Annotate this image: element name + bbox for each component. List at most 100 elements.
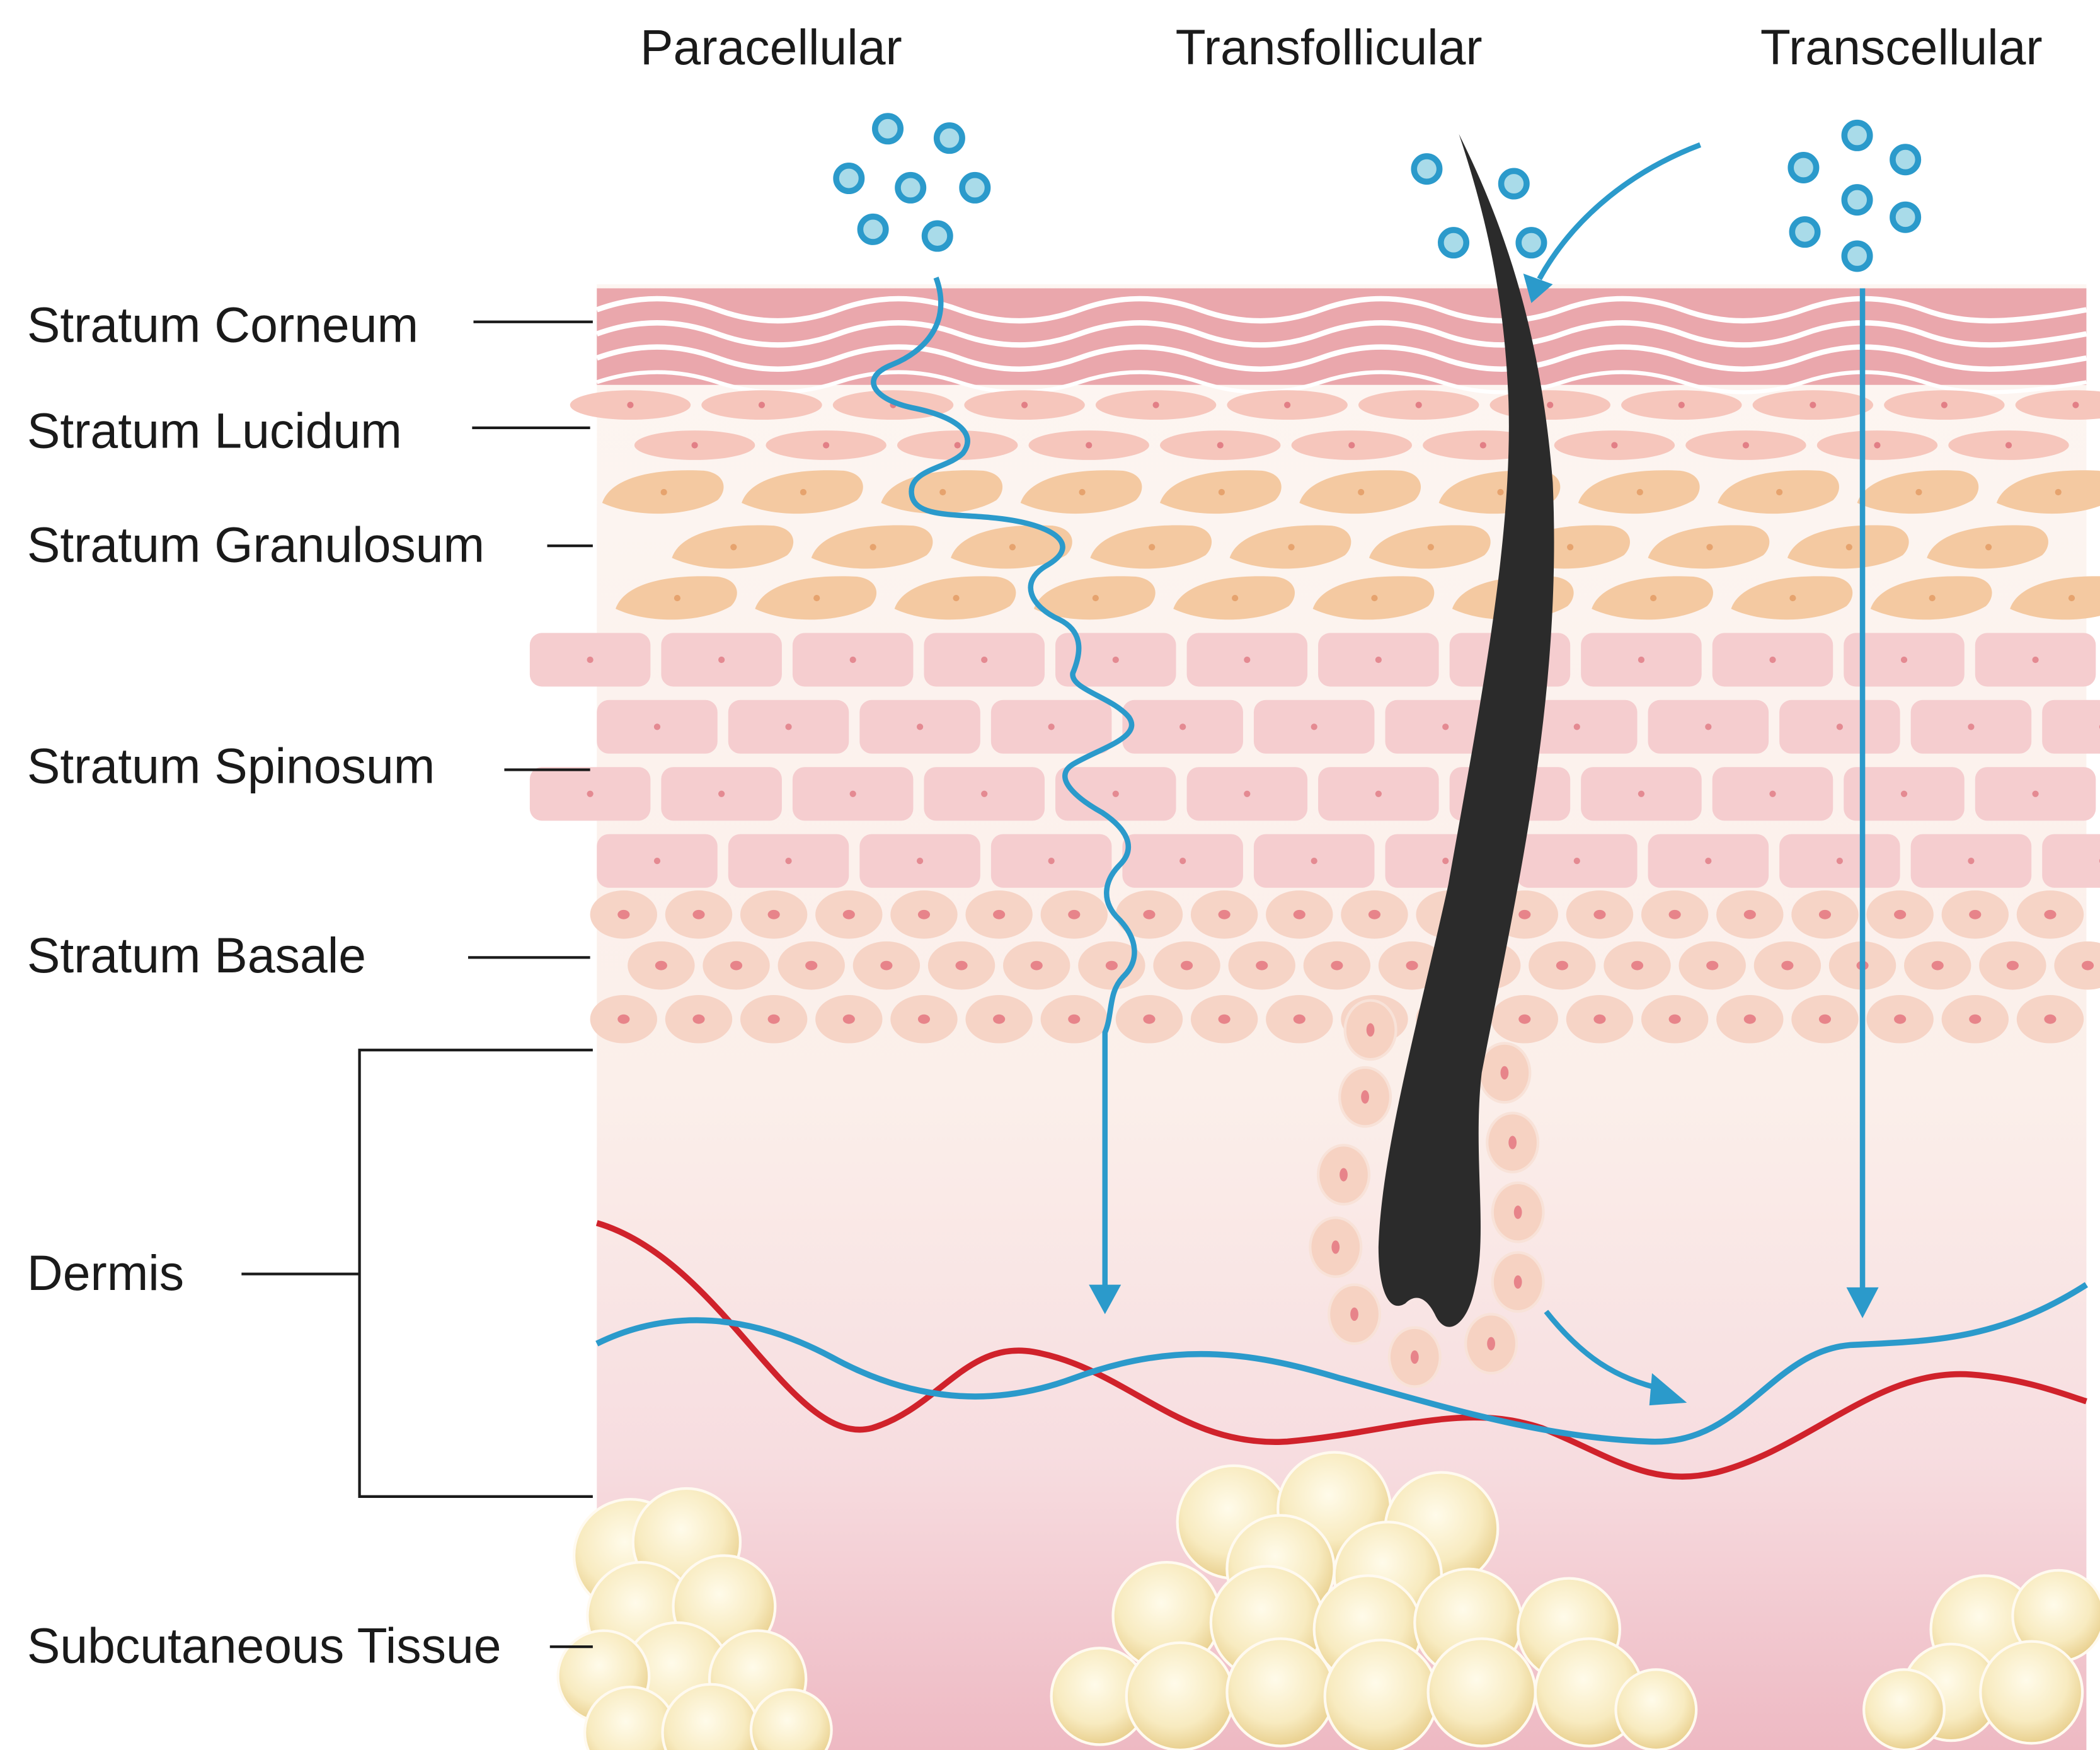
cell-nucleus: [1293, 909, 1305, 919]
cell-nucleus: [849, 656, 856, 664]
cell-nucleus: [1180, 960, 1193, 970]
cell-nucleus: [1836, 858, 1843, 865]
drug-particle-icon: [1438, 227, 1470, 259]
cell-nucleus: [1442, 858, 1449, 865]
cell-nucleus: [1179, 858, 1186, 865]
label-stratum-corneum: Stratum Corneum: [27, 297, 418, 353]
cell-nucleus: [617, 909, 630, 919]
cell-nucleus: [1427, 544, 1434, 551]
cell-nucleus: [674, 594, 681, 602]
cell-nucleus: [800, 488, 807, 496]
cell-nucleus: [1030, 960, 1043, 970]
cell-nucleus: [993, 909, 1006, 919]
cell-nucleus: [1508, 1136, 1517, 1149]
cell-nucleus: [767, 909, 780, 919]
cell-nucleus: [869, 544, 876, 551]
stratum-lucidum-layer: [570, 390, 2100, 460]
cell-nucleus: [1350, 1307, 1358, 1321]
cell-nucleus: [1479, 442, 1486, 449]
cell-nucleus: [1340, 1168, 1348, 1182]
cell-nucleus: [1611, 442, 1618, 449]
cell-nucleus: [1678, 401, 1685, 408]
transfollicular-route: [1523, 142, 1702, 1406]
cell-nucleus: [813, 594, 820, 602]
cell-nucleus: [1985, 544, 1992, 551]
cell-nucleus: [842, 909, 855, 919]
cell-nucleus: [1894, 909, 1907, 919]
cell-nucleus: [1781, 960, 1794, 970]
drug-particle-icon: [1890, 201, 1922, 233]
pathway-title-transfollicular: Transfollicular: [1176, 20, 1483, 75]
cell-nucleus: [1048, 723, 1055, 730]
cell-nucleus: [1410, 1350, 1419, 1364]
cell-nucleus: [2044, 909, 2057, 919]
cell-nucleus: [805, 960, 818, 970]
cell-nucleus: [1650, 594, 1657, 602]
cell-nucleus: [1375, 656, 1382, 664]
basale-cell: [2054, 941, 2100, 990]
cell-nucleus: [1894, 1014, 1907, 1024]
cell-nucleus: [718, 656, 725, 664]
subcutaneous-fat-cells: [556, 1451, 2100, 1750]
cell-nucleus: [1284, 401, 1291, 408]
cell-nucleus: [1311, 723, 1317, 730]
cell-nucleus: [823, 442, 830, 449]
fat-cell: [1862, 1668, 1946, 1750]
stratum-corneum-layer: [595, 288, 2087, 394]
cell-nucleus: [1358, 488, 1365, 496]
drug-particle-icon: [1841, 240, 1873, 272]
cell-nucleus: [1818, 1014, 1832, 1024]
cell-nucleus: [653, 723, 661, 730]
cell-nucleus: [1092, 594, 1099, 602]
cell-nucleus: [1769, 656, 1776, 664]
cell-nucleus: [587, 656, 594, 664]
fat-cell: [1979, 1640, 2084, 1745]
cell-nucleus: [1442, 723, 1449, 730]
cell-nucleus: [1705, 723, 1712, 730]
drug-particle-icon: [1841, 119, 1873, 151]
cell-nucleus: [1256, 960, 1268, 970]
fat-cell: [1323, 1638, 1439, 1750]
granulosum-cell: [2010, 576, 2100, 620]
cell-nucleus: [1705, 858, 1712, 865]
cell-nucleus: [953, 594, 960, 602]
cell-nucleus: [1518, 1014, 1531, 1024]
cell-nucleus: [1143, 909, 1156, 919]
fat-cell: [1125, 1641, 1236, 1750]
cell-nucleus: [1500, 1066, 1509, 1080]
cell-nucleus: [993, 1014, 1006, 1024]
drug-particles: [833, 113, 1922, 272]
cell-nucleus: [1068, 1014, 1081, 1024]
cell-nucleus: [1086, 442, 1093, 449]
cell-nucleus: [1573, 723, 1580, 730]
cell-nucleus: [617, 1014, 630, 1024]
cell-nucleus: [1518, 909, 1531, 919]
drug-particle-icon: [1789, 216, 1821, 248]
cell-nucleus: [2081, 960, 2094, 970]
cell-nucleus: [1900, 790, 1908, 797]
cell-nucleus: [1152, 401, 1159, 408]
cell-nucleus: [1366, 1023, 1375, 1037]
cell-nucleus: [1810, 401, 1816, 408]
cell-nucleus: [1368, 909, 1381, 919]
blood-vessel-red: [595, 1220, 2087, 1480]
cell-nucleus: [1931, 960, 1944, 970]
cell-nucleus: [1009, 544, 1016, 551]
cell-nucleus: [1631, 960, 1644, 970]
cell-nucleus: [1638, 656, 1645, 664]
cell-nucleus: [2068, 594, 2075, 602]
cell-nucleus: [1288, 544, 1295, 551]
leader-lines: [241, 320, 593, 1649]
cell-nucleus: [916, 858, 924, 865]
drug-particle-icon: [1841, 184, 1873, 216]
cell-nucleus: [1969, 1014, 1982, 1024]
cell-nucleus: [1556, 960, 1568, 970]
cell-nucleus: [1513, 1275, 1522, 1289]
fat-cell: [1426, 1637, 1537, 1747]
arrowhead-icon: [1649, 1373, 1687, 1406]
cell-nucleus: [1593, 1014, 1606, 1024]
granulosum-cell: [1996, 470, 2100, 514]
cell-nucleus: [955, 960, 968, 970]
cell-nucleus: [916, 723, 924, 730]
cell-nucleus: [1941, 401, 1948, 408]
